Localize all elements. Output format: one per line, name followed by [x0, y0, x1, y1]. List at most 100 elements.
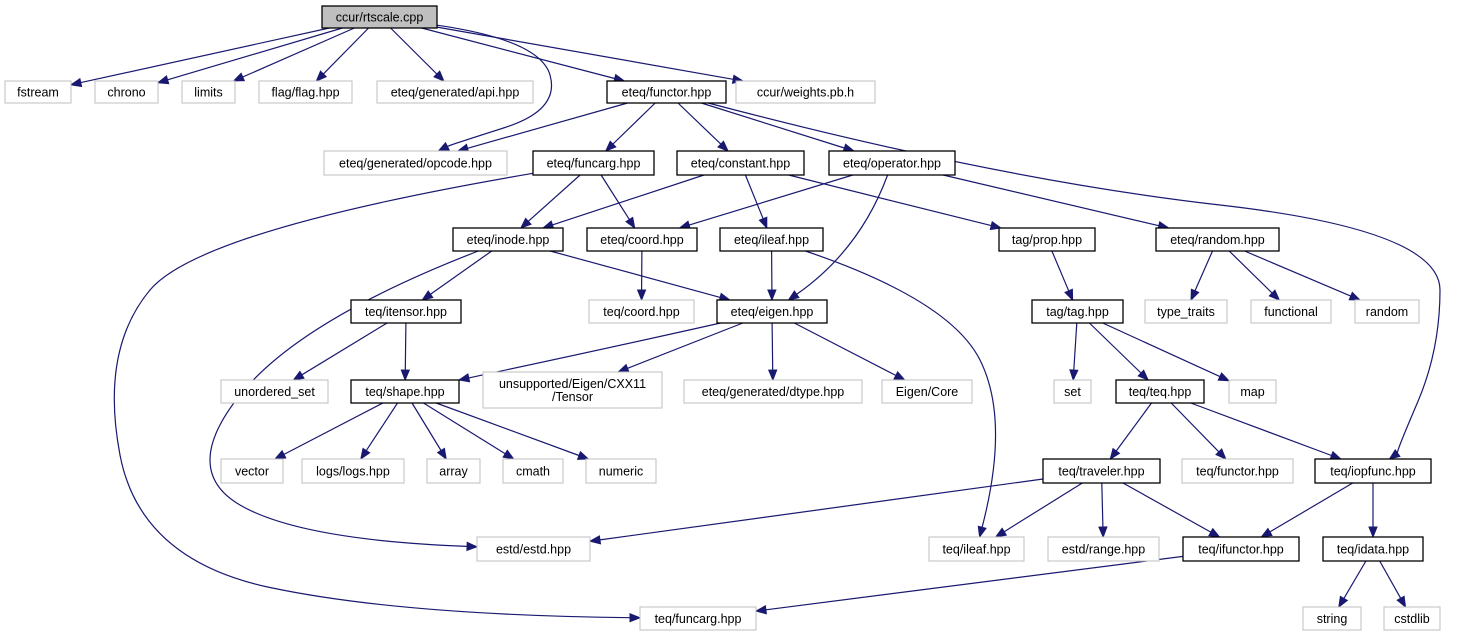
edge-line	[468, 322, 721, 379]
arrowhead-icon	[1329, 450, 1343, 460]
arrowhead-icon	[436, 447, 447, 461]
node-functor[interactable]: eteq/functor.hpp	[606, 80, 727, 104]
node-teqteq[interactable]: teq/teq.hpp	[1115, 379, 1205, 404]
node-label: eteq/inode.hpp	[467, 233, 550, 247]
node-operator[interactable]: eteq/operator.hpp	[828, 150, 956, 176]
node-box	[350, 299, 462, 324]
node-box	[1314, 458, 1432, 484]
edge-ileaf-to-eigen	[767, 250, 777, 302]
arrowhead-icon	[1396, 595, 1407, 609]
node-random_h[interactable]: eteq/random.hpp	[1155, 227, 1280, 252]
arrowhead-icon	[1388, 449, 1401, 460]
arrowhead-icon	[457, 373, 471, 383]
edge-iopfunc-to-idata	[1368, 483, 1378, 539]
node-flag: flag/flag.hpp	[258, 80, 353, 104]
edge-line	[765, 555, 1184, 611]
node-teqcoord: teq/coord.hpp	[588, 299, 695, 324]
node-tagtag[interactable]: tag/tag.hpp	[1031, 299, 1124, 324]
node-itensor[interactable]: teq/itensor.hpp	[350, 299, 462, 324]
node-rtscale[interactable]: ccur/rtscale.cpp	[321, 5, 438, 29]
node-coord[interactable]: eteq/coord.hpp	[586, 227, 698, 252]
node-box	[426, 458, 481, 484]
edge-line	[1115, 402, 1152, 452]
edge-itensor-to-uset	[292, 322, 388, 381]
node-label-line: /Tensor	[552, 390, 593, 404]
node-label: string	[1317, 612, 1348, 626]
node-prop[interactable]: tag/prop.hpp	[998, 227, 1096, 252]
node-label: teq/itensor.hpp	[365, 305, 447, 319]
node-label: unordered_set	[234, 385, 315, 399]
edge-shape-to-cmath	[423, 402, 515, 460]
node-label: eteq/eigen.hpp	[731, 305, 814, 319]
node-string: string	[1302, 606, 1362, 631]
edge-line	[390, 27, 438, 75]
edge-operator-to-coord	[678, 174, 853, 230]
edge-functor-to-opcode	[456, 102, 628, 153]
edge-line	[436, 26, 734, 80]
node-traveler[interactable]: teq/traveler.hpp	[1042, 458, 1161, 484]
edge-teqteq-to-iopfunc	[1190, 402, 1343, 460]
node-box	[881, 379, 973, 404]
arrowhead-icon	[1064, 288, 1074, 302]
node-box	[676, 150, 805, 176]
node-box	[1354, 299, 1420, 324]
arrowhead-icon	[502, 449, 515, 460]
edge-inode-to-itensor	[421, 250, 493, 301]
edge-traveler-to-ifunctor	[1122, 482, 1221, 538]
arrowhead-icon	[1338, 595, 1349, 609]
arrowhead-icon	[893, 371, 906, 381]
node-box	[258, 80, 353, 104]
node-box	[719, 227, 824, 252]
node-box	[532, 150, 655, 176]
node-ileaf[interactable]: eteq/ileaf.hpp	[719, 227, 824, 252]
edge-coord-to-teqcoord	[636, 250, 647, 302]
edge-functor-to-constant	[677, 102, 729, 152]
node-label: unsupported/Eigen/CXX11/Tensor	[499, 377, 646, 404]
edge-ifunctor-to-teqfuncarg	[754, 555, 1184, 615]
node-box	[482, 371, 663, 409]
edge-line	[1051, 250, 1070, 292]
node-label: logs/logs.hpp	[316, 465, 390, 479]
edge-line	[1003, 482, 1083, 533]
node-shape[interactable]: teq/shape.hpp	[350, 379, 460, 404]
arrowhead-icon	[787, 290, 800, 301]
node-box	[998, 227, 1096, 252]
node-label: teq/ileaf.hpp	[942, 543, 1010, 557]
node-eigen[interactable]: eteq/eigen.hpp	[716, 299, 828, 324]
node-label: teq/functor.hpp	[1196, 465, 1279, 479]
node-box	[586, 227, 698, 252]
node-label: eteq/generated/dtype.hpp	[702, 385, 845, 399]
edge-tagtag-to-teqteq	[1088, 322, 1150, 381]
node-idata[interactable]: teq/idata.hpp	[1322, 536, 1424, 562]
node-box	[321, 5, 438, 29]
node-box	[716, 299, 828, 324]
node-label: eteq/funcarg.hpp	[547, 157, 641, 171]
node-box	[1053, 379, 1092, 404]
node-label: eteq/coord.hpp	[600, 233, 683, 247]
node-range: estd/range.hpp	[1047, 536, 1160, 562]
edge-random_h-to-typetraits	[1190, 250, 1214, 302]
node-inode[interactable]: eteq/inode.hpp	[452, 227, 564, 252]
node-label: flag/flag.hpp	[271, 86, 339, 100]
edge-constant-to-ileaf	[744, 174, 768, 230]
node-box	[476, 536, 591, 562]
edge-constant-to-inode	[541, 174, 705, 230]
node-dtype: eteq/generated/dtype.hpp	[683, 379, 863, 404]
node-constant[interactable]: eteq/constant.hpp	[676, 150, 805, 176]
node-box	[606, 80, 727, 104]
edge-shape-to-array	[411, 402, 447, 461]
edge-traveler-to-range	[1098, 482, 1108, 539]
node-ifunctor[interactable]: teq/ifunctor.hpp	[1182, 536, 1300, 562]
edge-line	[80, 27, 330, 84]
node-box	[220, 379, 329, 404]
node-box	[1047, 536, 1160, 562]
edge-line	[1379, 560, 1402, 599]
edge-line	[436, 24, 552, 147]
arrowhead-icon	[1268, 289, 1281, 301]
node-box	[585, 458, 657, 484]
node-box	[639, 606, 757, 631]
node-iopfunc[interactable]: teq/iopfunc.hpp	[1314, 458, 1432, 484]
node-funcarg[interactable]: eteq/funcarg.hpp	[532, 150, 655, 176]
node-box	[350, 379, 460, 404]
edge-teqteq-to-teqfunctor	[1170, 402, 1227, 460]
